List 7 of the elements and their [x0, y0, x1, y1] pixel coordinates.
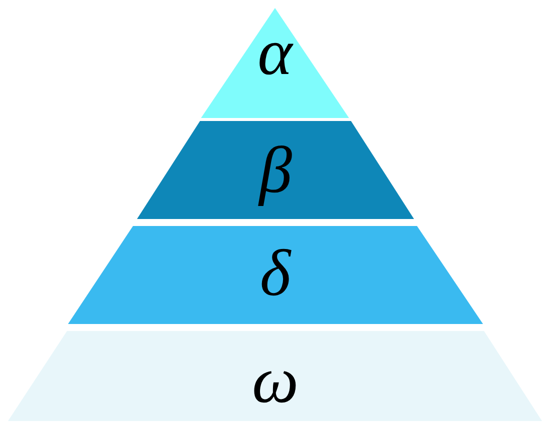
pyramid-tier-trapezoid [68, 226, 483, 324]
greek-letter-label: α [258, 20, 292, 86]
pyramid-tier-trapezoid [137, 121, 414, 219]
pyramid-apex-triangle [201, 8, 349, 118]
greek-letter-label: β [259, 138, 292, 204]
greek-letter-label: δ [260, 241, 291, 307]
greek-letter-label: ω [252, 348, 299, 414]
